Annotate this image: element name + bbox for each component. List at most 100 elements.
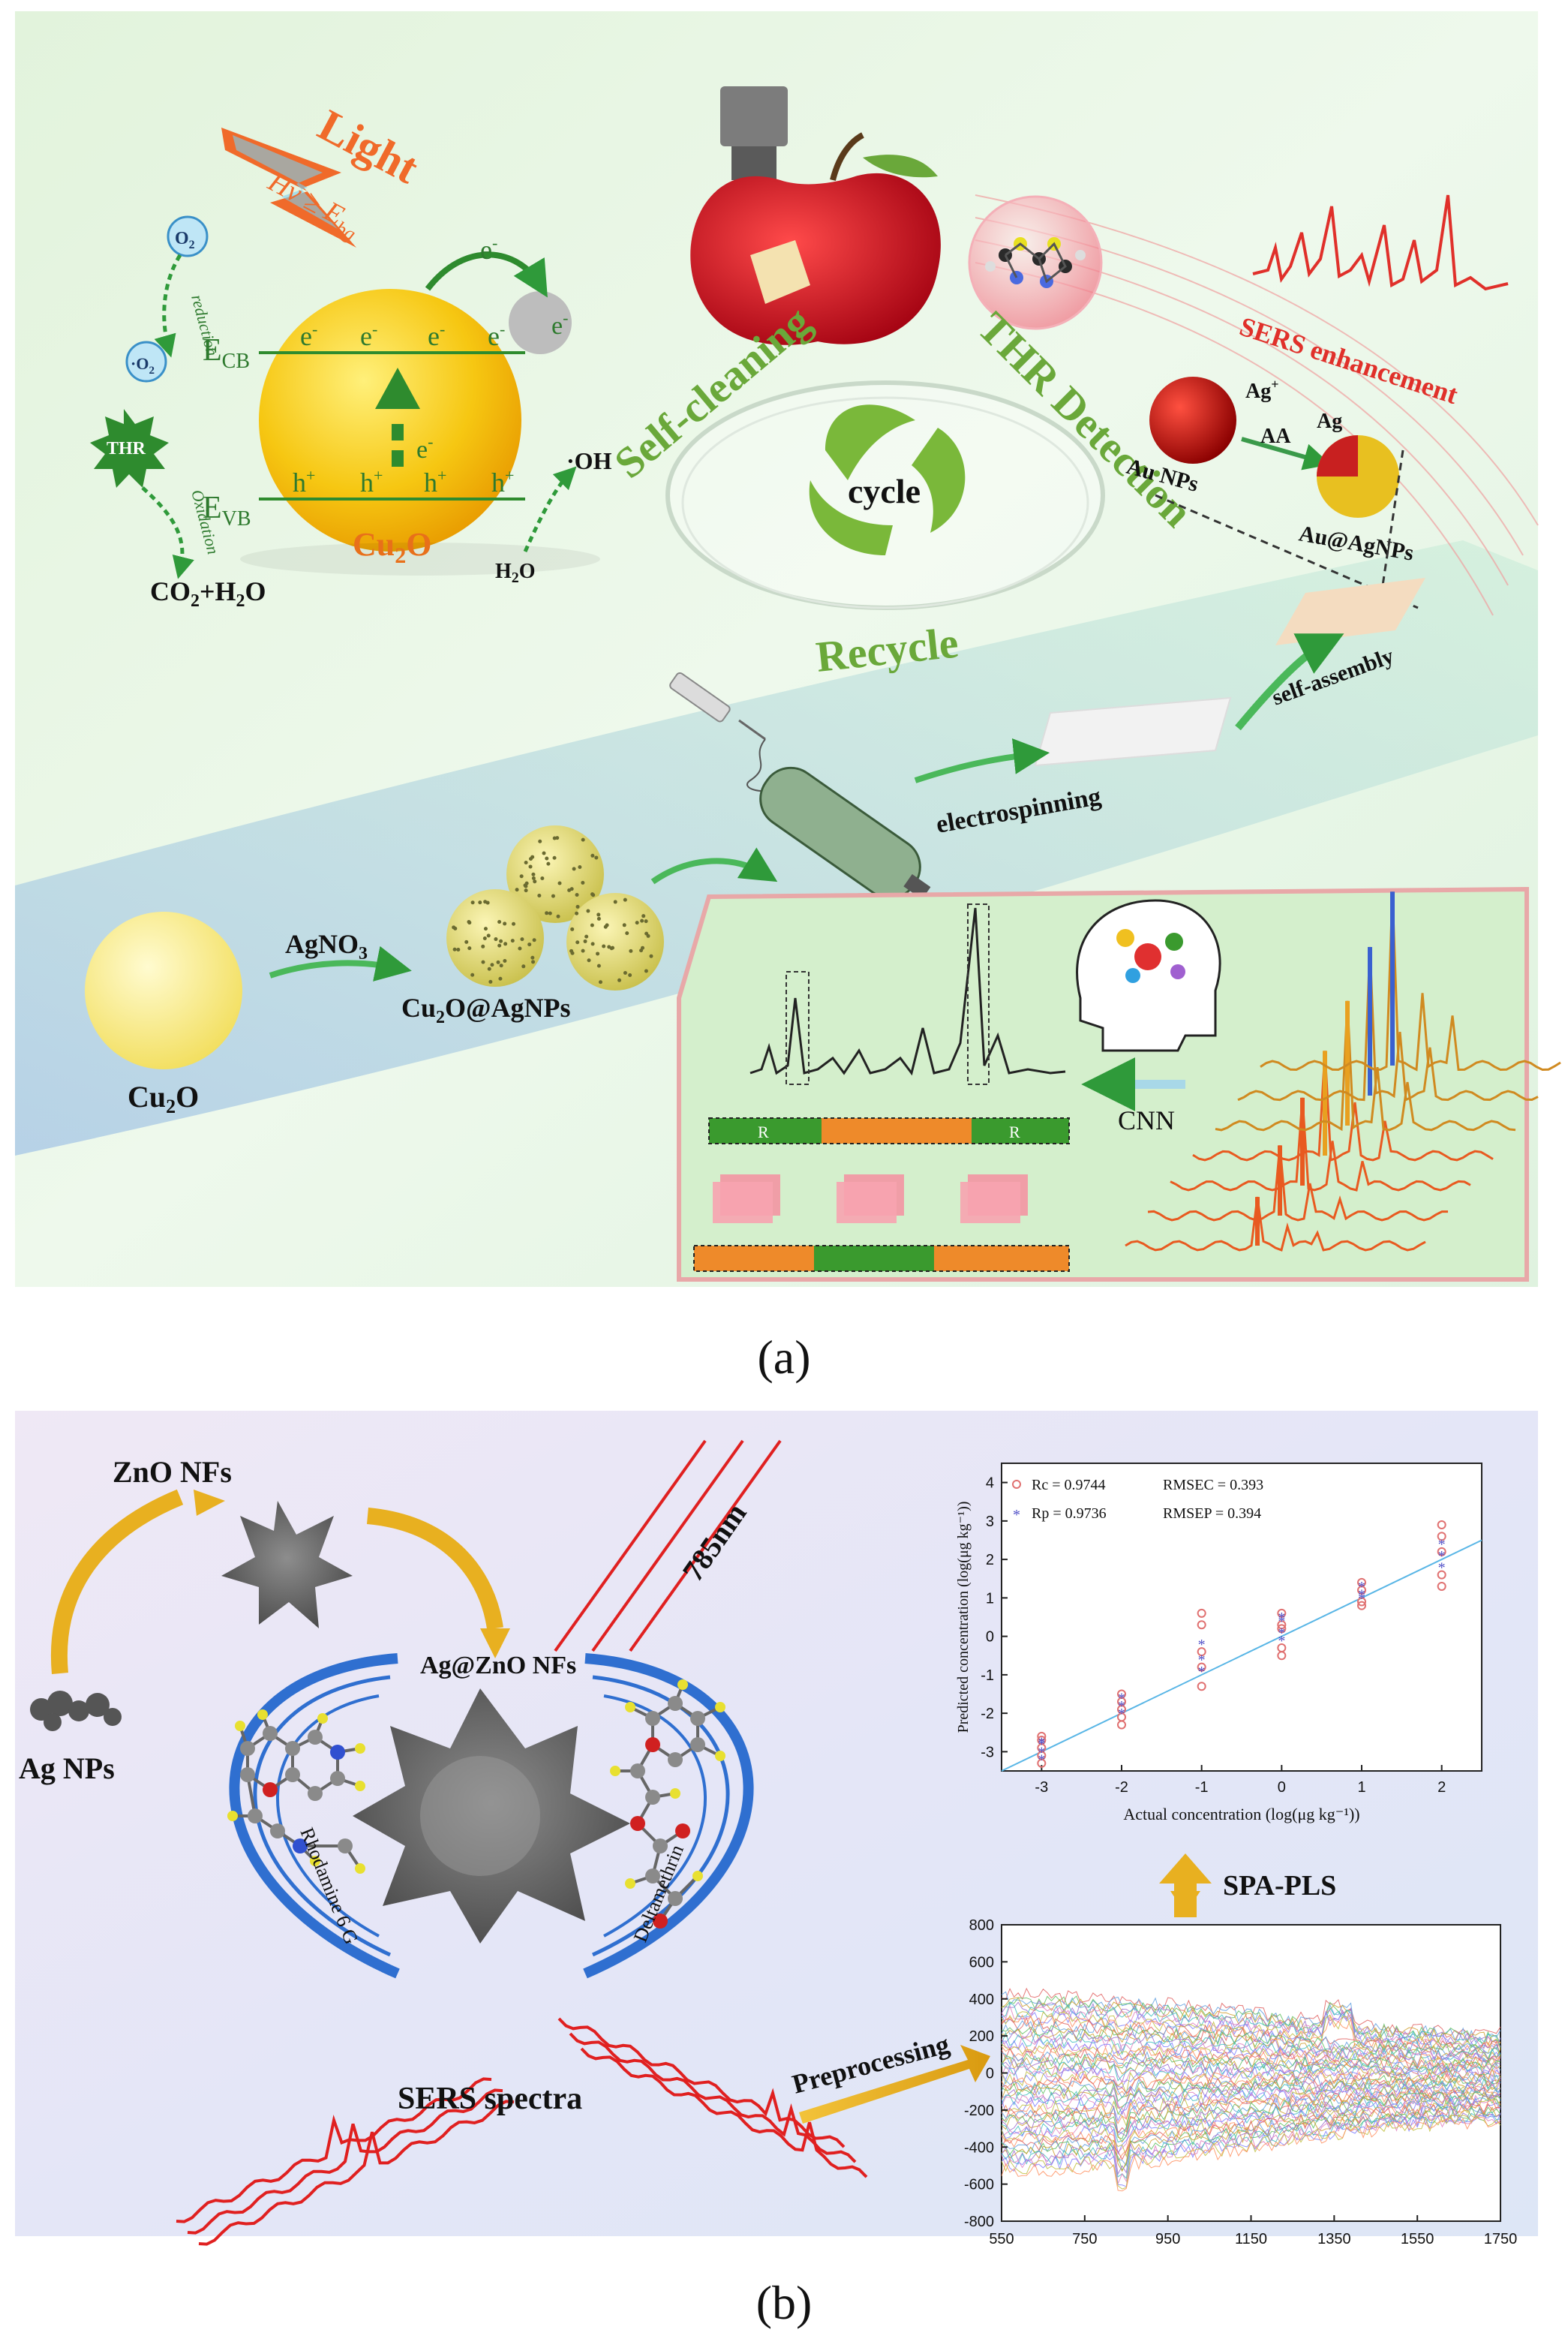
ag-dot	[527, 943, 532, 947]
svg-text:e-: e-	[551, 308, 568, 340]
atom	[263, 1726, 278, 1741]
x-tick-label: 1150	[1235, 2231, 1267, 2247]
atom	[263, 1782, 278, 1797]
oh-radical-label: ·OH	[566, 447, 612, 474]
atom	[668, 1696, 683, 1711]
scatter-point-prediction: *	[1278, 1633, 1285, 1649]
scatter-point-calibration	[1437, 1520, 1446, 1529]
ag-dot	[567, 888, 572, 892]
spectrum-series-line	[1001, 2082, 1501, 2122]
excitation-arrow-head	[375, 368, 420, 409]
ag-dot	[499, 939, 503, 943]
ag-dot	[532, 938, 536, 943]
ag-dot	[623, 897, 627, 902]
spectrum-series-line	[1001, 2066, 1501, 2088]
y-tick-label: 0	[986, 2066, 994, 2082]
deltamethrin-molecule-icon	[610, 1679, 725, 1929]
ag-dot	[524, 860, 528, 864]
scatter-point-prediction: *	[1198, 1652, 1206, 1668]
ag-dot	[596, 916, 601, 921]
conv-kernels	[713, 1174, 1028, 1223]
ag-dot	[515, 888, 519, 892]
atom	[240, 1767, 255, 1782]
x-tick-label: 2	[1437, 1779, 1446, 1796]
scatter-point-prediction: *	[1038, 1735, 1045, 1751]
waterfall-spectrum-line	[1260, 891, 1561, 1072]
feature-bar-top	[708, 1117, 1070, 1144]
atom	[675, 1823, 690, 1838]
atom	[630, 1816, 645, 1831]
superoxide-label: ·O2	[131, 354, 155, 377]
thr-molecule-icon	[985, 237, 1086, 288]
ag-dot	[569, 949, 574, 953]
ag-dot	[524, 888, 528, 893]
scatter-point-prediction: *	[1038, 1736, 1045, 1753]
x-tick-label: 550	[989, 2231, 1014, 2247]
spectrum-series-line	[1001, 2094, 1501, 2143]
ag-dot	[452, 947, 457, 952]
self-assembly-arrow	[1235, 633, 1344, 731]
lightning-icon	[221, 128, 356, 248]
legend-entry-stat: RMSEP = 0.394	[1163, 1505, 1261, 1522]
o2-bubble	[167, 215, 209, 257]
ag-dot	[530, 955, 535, 960]
apple-icon	[690, 132, 941, 345]
y-tick-label: 600	[969, 1954, 994, 1971]
scatter-y-axis-label: Predicted concentration (log(μg kg⁻¹))	[955, 1502, 972, 1733]
atom	[653, 1838, 668, 1853]
atom	[692, 1871, 703, 1881]
ag-dot	[581, 837, 585, 842]
x-tick-label: 1550	[1401, 2231, 1434, 2247]
ag-dot	[467, 946, 472, 951]
atom	[645, 1711, 660, 1726]
ag-dot	[537, 893, 542, 897]
y-tick-label: 800	[969, 1917, 994, 1934]
cu2o-agnps-sphere-3	[566, 893, 664, 991]
sers-wave	[176, 2077, 492, 2223]
ag-loading-arrow-right	[366, 1508, 503, 1630]
ag-dot	[456, 948, 461, 952]
spectrum-series-line	[1001, 2000, 1501, 2048]
legend-marker	[1012, 1480, 1021, 1489]
atom	[308, 1786, 323, 1801]
spectrum-series-line	[1001, 2037, 1501, 2067]
atom	[240, 1741, 255, 1756]
r-label-1: R	[758, 1123, 769, 1141]
thr-star-icon	[90, 409, 169, 488]
spectrum-series-line	[1001, 2094, 1501, 2154]
ag-dot	[590, 942, 595, 946]
atom	[338, 1838, 353, 1853]
spectrum-series-line	[1001, 2031, 1501, 2064]
spectrum-series-line	[1001, 2106, 1501, 2172]
scatter-point-calibration	[1037, 1758, 1047, 1768]
ag-dot	[557, 881, 562, 885]
ag-dot	[575, 911, 579, 915]
ag-dot	[503, 942, 508, 946]
waterfall-spectrum-line	[1170, 1097, 1471, 1192]
ag-dot	[540, 876, 545, 881]
ag-dot	[485, 900, 490, 905]
ag-plus-label: Ag+	[1245, 377, 1279, 403]
ag-dot	[628, 973, 632, 978]
scatter-point-calibration	[1277, 1620, 1287, 1630]
x-tick-label: -2	[1115, 1779, 1128, 1796]
spectrum-series-line	[1001, 2020, 1501, 2056]
atom	[645, 1790, 660, 1805]
recycle-leaves-icon	[809, 404, 966, 555]
atom	[293, 1838, 308, 1853]
ag-dot	[649, 954, 653, 958]
x-tick-label: 0	[1278, 1779, 1286, 1796]
field-arcs-left	[229, 1653, 400, 1979]
y-tick-label: 400	[969, 1992, 994, 2008]
transfer-electron-label: e-	[480, 233, 497, 265]
ag-dot	[518, 946, 522, 951]
ag-dot	[538, 839, 542, 843]
atom	[355, 1863, 365, 1874]
y-tick-label: 4	[986, 1475, 994, 1492]
atom	[690, 1711, 705, 1726]
atom	[630, 1763, 645, 1778]
ag-dot	[586, 909, 590, 913]
scatter-point-prediction: *	[1118, 1698, 1125, 1715]
